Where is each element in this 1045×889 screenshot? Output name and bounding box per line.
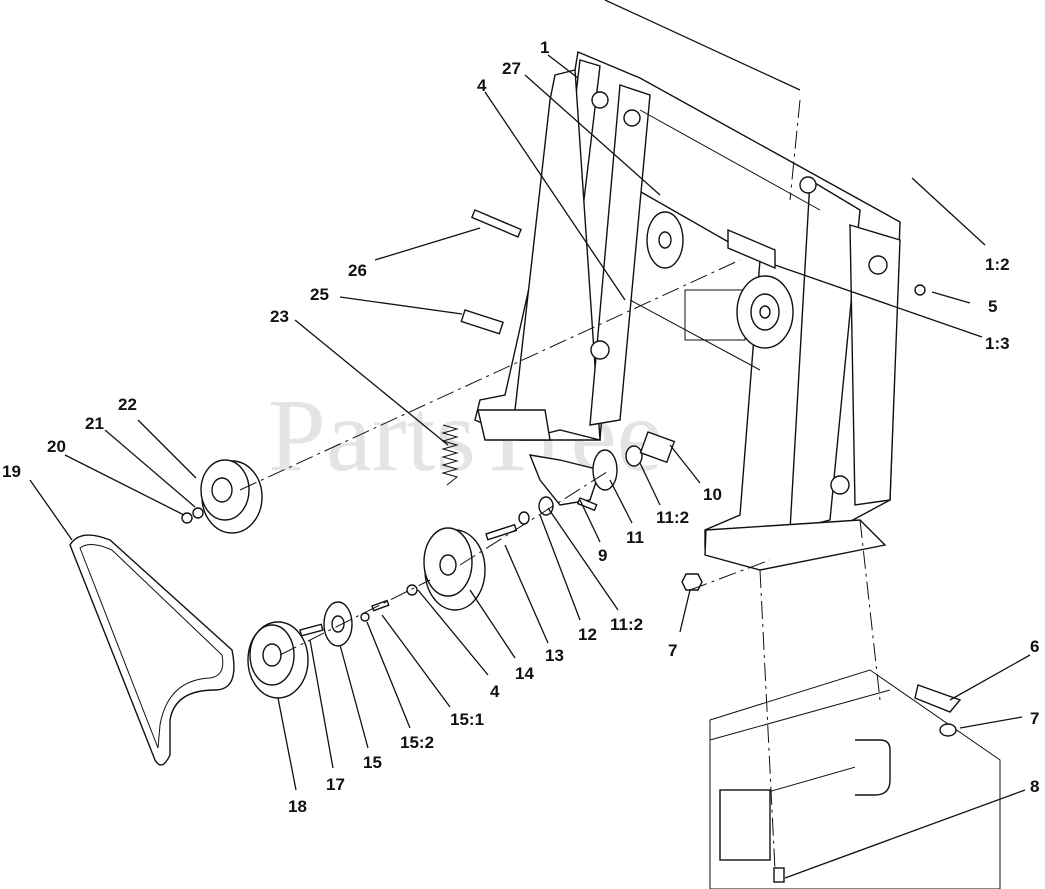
callout-22: 22 <box>118 395 137 414</box>
callout-21: 21 <box>85 414 104 433</box>
callout-15-2: 15:2 <box>400 733 434 752</box>
callout-14: 14 <box>515 664 534 683</box>
pin-26 <box>470 209 522 238</box>
pulley-18 <box>247 621 309 699</box>
drive-belt <box>69 534 235 766</box>
callout-15-1: 15:1 <box>450 710 484 729</box>
callout-10: 10 <box>703 485 722 504</box>
idler-arm-assembly <box>485 431 676 541</box>
bolt-8 <box>773 867 785 883</box>
callout-18: 18 <box>288 797 307 816</box>
callout-1-2: 1:2 <box>985 255 1010 274</box>
callout-25: 25 <box>310 285 329 304</box>
callout-1: 1 <box>540 38 549 57</box>
frame-assembly <box>474 51 901 571</box>
washer-21 <box>192 507 204 519</box>
lower-frame <box>709 669 1001 889</box>
callout-20: 20 <box>47 437 66 456</box>
callout-6: 6 <box>1030 637 1039 656</box>
washer-15-2 <box>360 612 370 622</box>
callout-26: 26 <box>348 261 367 280</box>
callout-11-2-upper: 11:2 <box>656 508 689 527</box>
spacer-25 <box>460 309 504 335</box>
callout-17: 17 <box>326 775 345 794</box>
spring-23 <box>441 424 459 486</box>
callout-5: 5 <box>988 297 997 316</box>
callout-labels: 1 27 4 1:2 26 25 5 23 1:3 22 21 20 19 10… <box>2 38 1039 816</box>
callout-7-right: 7 <box>1030 709 1039 728</box>
nut-4 <box>406 584 418 596</box>
nut-5 <box>914 284 926 296</box>
hub-15 <box>323 601 353 647</box>
callout-8: 8 <box>1030 777 1039 796</box>
nut-7a <box>681 573 703 591</box>
callout-27: 27 <box>502 59 521 78</box>
key-17 <box>299 623 324 637</box>
leader-lines <box>29 0 1031 879</box>
callout-19: 19 <box>2 462 21 481</box>
nut-20 <box>181 512 193 524</box>
callout-15: 15 <box>363 753 382 772</box>
callout-12: 12 <box>578 625 597 644</box>
pulley-22 <box>200 459 263 534</box>
callout-1-3: 1:3 <box>985 334 1010 353</box>
callout-4-top: 4 <box>477 76 487 95</box>
callout-23: 23 <box>270 307 289 326</box>
callout-4-lower: 4 <box>490 682 500 701</box>
callout-7-left: 7 <box>668 641 677 660</box>
callout-13: 13 <box>545 646 564 665</box>
callout-11-2-lower: 11:2 <box>610 615 643 634</box>
callout-9: 9 <box>598 546 607 565</box>
callout-11: 11 <box>626 528 644 547</box>
